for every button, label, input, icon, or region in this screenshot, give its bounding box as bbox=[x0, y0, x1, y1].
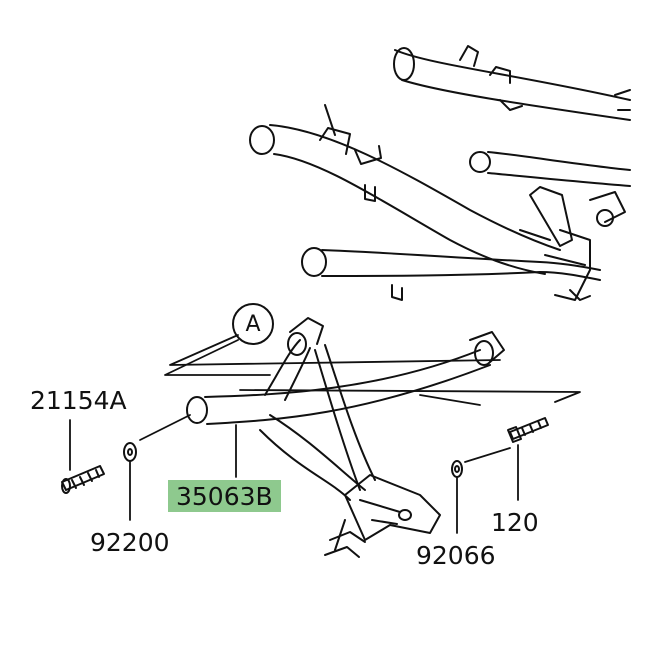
part-number-120: 120 bbox=[491, 508, 539, 537]
bolt-21154a-drawing bbox=[61, 465, 105, 494]
washer-92066-drawing bbox=[451, 460, 463, 478]
main-frame-drawing bbox=[249, 45, 631, 301]
reference-a-label: A bbox=[232, 303, 274, 345]
bolt-120-drawing bbox=[507, 417, 549, 443]
part-number-21154a: 21154A bbox=[30, 386, 127, 415]
part-number-92066: 92066 bbox=[416, 541, 496, 570]
part-number-35063b: 35063B bbox=[168, 480, 281, 512]
leader-lines bbox=[69, 334, 581, 534]
reference-a-text: A bbox=[245, 311, 261, 337]
part-number-92200: 92200 bbox=[90, 528, 170, 557]
washer-92200-drawing bbox=[123, 442, 137, 462]
rear-subframe-drawing bbox=[186, 317, 505, 558]
